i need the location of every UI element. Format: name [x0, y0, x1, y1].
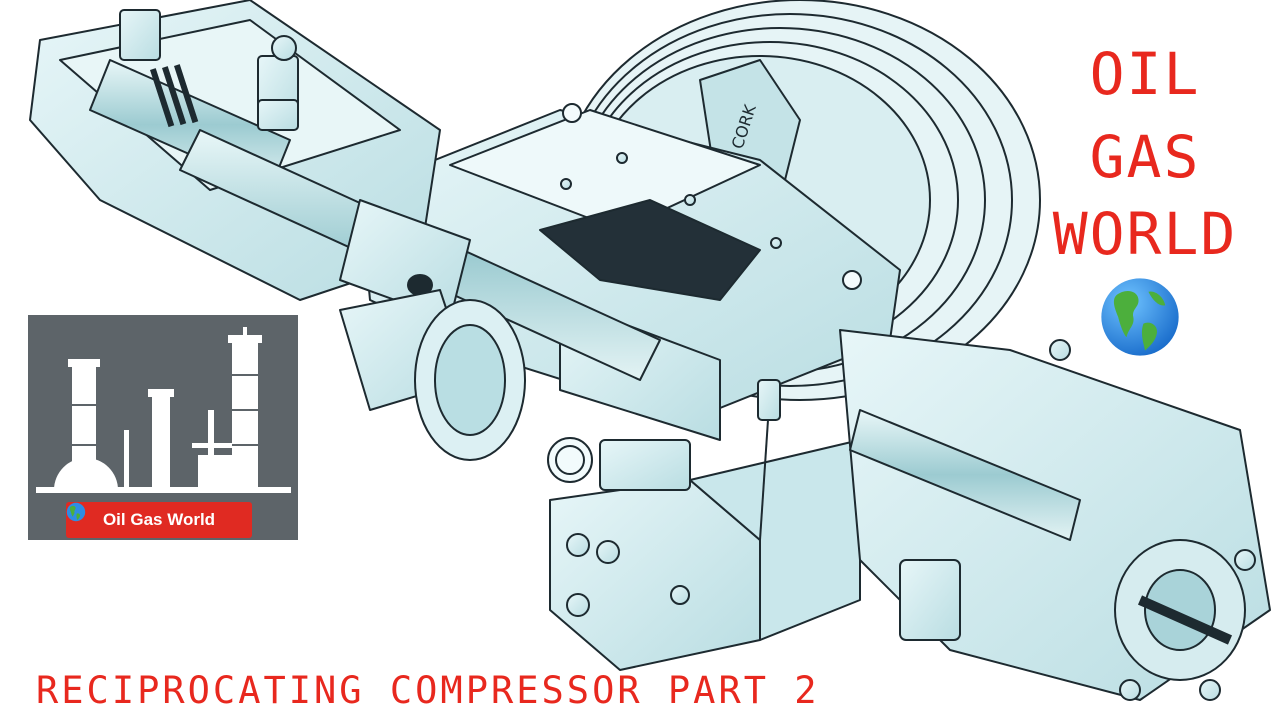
oil-gas-world-logo: Oil Gas World [28, 315, 298, 540]
video-caption: RECIPROCATING COMPRESSOR PART 2 [36, 669, 820, 712]
title-line-gas: GAS [1089, 123, 1201, 191]
logo-badge: Oil Gas World [66, 502, 252, 538]
title-line-world: WORLD [1052, 200, 1238, 268]
logo-badge-text: Oil Gas World [102, 510, 216, 529]
title-line-oil: OIL [1089, 40, 1201, 108]
right-cylinder [839, 329, 1271, 701]
small-globe-icon [66, 502, 86, 522]
lubricator-block [339, 289, 593, 483]
earth-globe-icon [1101, 278, 1179, 356]
dipstick [757, 379, 781, 541]
pump-block [549, 439, 861, 671]
refinery-icon [36, 327, 291, 493]
